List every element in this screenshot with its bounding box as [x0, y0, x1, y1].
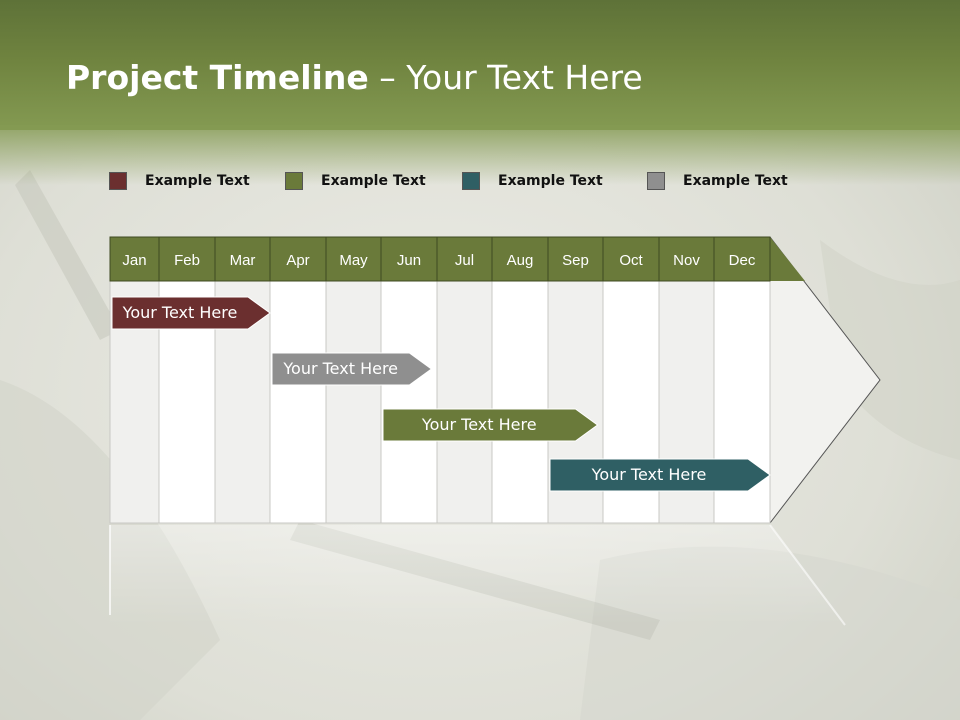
month-label-jun: Jun — [397, 252, 421, 269]
month-label-sep: Sep — [562, 252, 589, 269]
legend-label-1: Example Text — [145, 173, 250, 189]
task-bar-2 — [271, 352, 433, 386]
title-rest: – Your Text Here — [368, 58, 643, 97]
month-label-jan: Jan — [122, 252, 146, 269]
month-header-cell-jun — [380, 236, 438, 282]
month-column-jun — [380, 280, 438, 524]
legend-swatch-1 — [109, 172, 127, 190]
header-band — [0, 0, 960, 130]
page-title: Project Timeline – Your Text Here — [66, 58, 643, 97]
month-label-may: May — [339, 252, 368, 269]
title-bold: Project Timeline — [66, 58, 369, 97]
legend-swatch-4 — [647, 172, 665, 190]
task-bar-label-2: Your Text Here — [282, 359, 398, 378]
task-bar-label-4: Your Text Here — [591, 465, 707, 484]
legend-swatch-2 — [285, 172, 303, 190]
month-header-cell-aug — [491, 236, 549, 282]
header-fade — [0, 125, 960, 185]
month-label-oct: Oct — [619, 252, 643, 269]
month-column-apr — [269, 280, 327, 524]
month-header-cell-dec — [713, 236, 771, 282]
month-label-apr: Apr — [286, 252, 309, 269]
legend-item-4: Example Text — [647, 170, 788, 192]
month-column-jul — [436, 280, 493, 524]
month-label-aug: Aug — [507, 252, 534, 269]
month-label-jul: Jul — [455, 252, 474, 269]
legend-item-2: Example Text — [285, 170, 426, 192]
timeline-reflection — [110, 525, 845, 625]
month-label-feb: Feb — [174, 252, 200, 269]
reflection-arrow-edge — [769, 524, 846, 626]
legend-item-1: Example Text — [109, 170, 250, 192]
task-bar-1 — [111, 296, 271, 330]
task-bar-label-3: Your Text Here — [421, 415, 537, 434]
month-column-aug — [491, 280, 549, 524]
month-label-dec: Dec — [729, 252, 756, 269]
task-bar-3 — [382, 408, 599, 442]
month-header-cell-oct — [602, 236, 660, 282]
legend-label-3: Example Text — [498, 173, 603, 189]
month-label-nov: Nov — [673, 252, 700, 269]
month-header-cell-sep — [547, 236, 604, 282]
month-column-may — [325, 280, 382, 524]
task-bar-4 — [549, 458, 771, 492]
month-header-cell-may — [325, 236, 382, 282]
month-header-cell-apr — [269, 236, 327, 282]
legend-item-3: Example Text — [462, 170, 603, 192]
month-label-mar: Mar — [230, 252, 256, 269]
month-header: Jan Feb Mar Apr May Jun Jul Aug Sep Oct Nov Dec — [109, 236, 771, 282]
legend-swatch-3 — [462, 172, 480, 190]
month-header-cell-jul — [436, 236, 493, 282]
month-header-cell-jan — [109, 236, 160, 282]
legend-label-4: Example Text — [683, 173, 788, 189]
legend-label-2: Example Text — [321, 173, 426, 189]
header-arrow-tip — [770, 237, 805, 281]
task-bar-label-1: Your Text Here — [122, 303, 238, 322]
